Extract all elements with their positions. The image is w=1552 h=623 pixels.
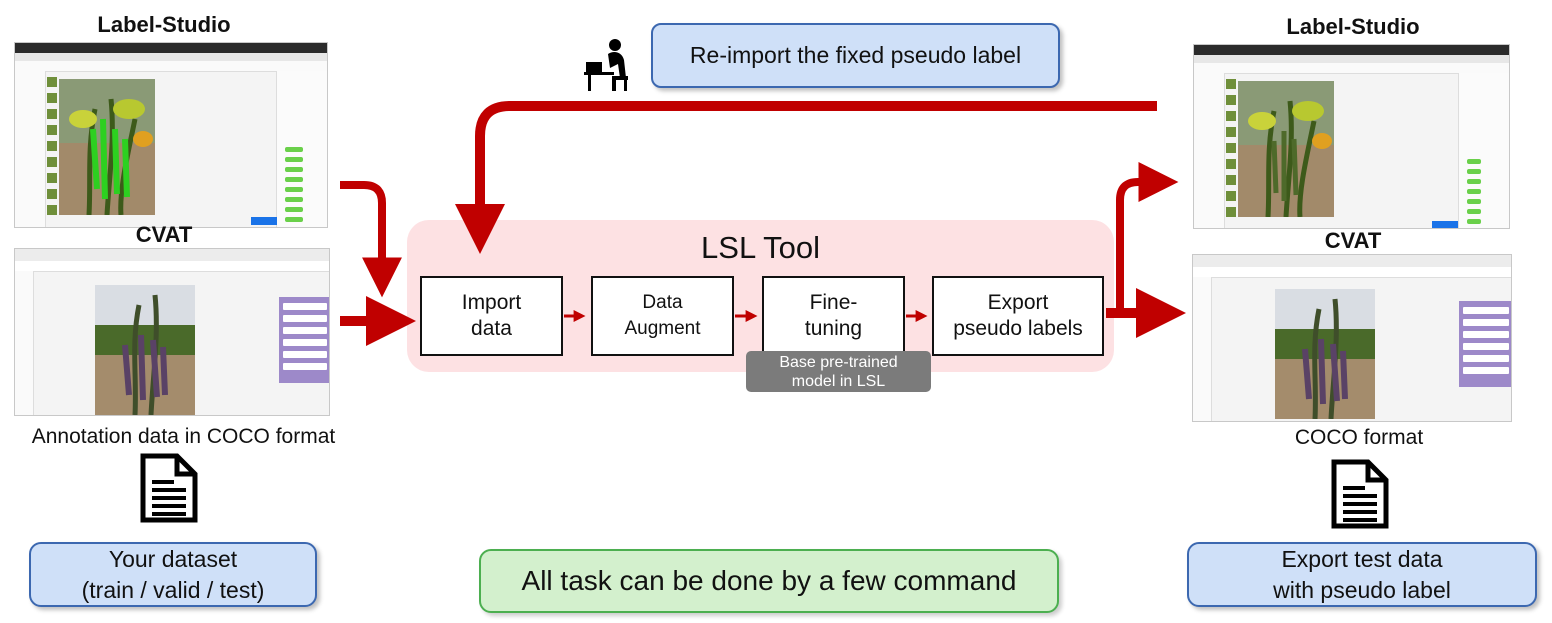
left-caption: Annotation data in COCO format [31, 425, 336, 448]
your-dataset-box: Your dataset (train / valid / test) [29, 542, 317, 607]
arrow-labelstudio-to-import [340, 181, 402, 298]
lsl-tool-title: LSL Tool [701, 230, 820, 265]
base-model-tag: Base pre-trained model in LSL [746, 351, 931, 392]
right-cvat-screenshot [1192, 254, 1512, 422]
left-label-studio-title: Label-Studio [97, 12, 231, 37]
export-test-data-box: Export test data with pseudo label [1187, 542, 1537, 607]
document-icon [140, 453, 198, 523]
arrow-export-to-labelstudio [1116, 162, 1179, 313]
step-export-pseudo-labels: Export pseudo labels [932, 276, 1104, 356]
reimport-box: Re-import the fixed pseudo label [651, 23, 1060, 88]
step-import-data: Import data [420, 276, 563, 356]
right-caption: COCO format [1294, 426, 1424, 449]
left-label-studio-screenshot [14, 42, 328, 228]
right-label-studio-title: Label-Studio [1286, 14, 1420, 39]
few-command-box: All task can be done by a few command [479, 549, 1059, 613]
person-at-desk-icon [584, 39, 628, 91]
left-cvat-screenshot [14, 248, 330, 416]
step-data-augment: Data Augment [591, 276, 734, 356]
left-cvat-title: CVAT [135, 222, 193, 247]
right-cvat-title: CVAT [1324, 228, 1382, 253]
document-icon [1331, 459, 1389, 529]
right-label-studio-screenshot [1193, 44, 1510, 229]
arrow-reimport-loop [455, 101, 1157, 254]
